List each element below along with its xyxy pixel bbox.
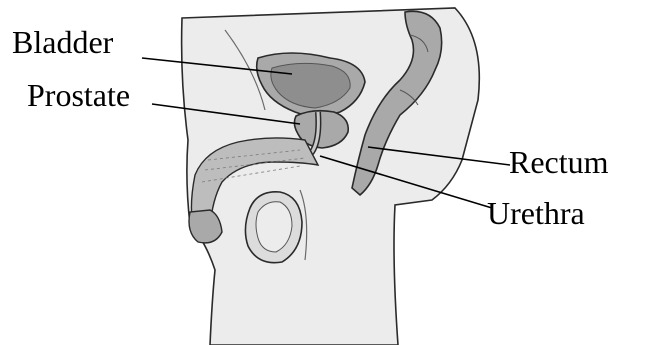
label-bladder: Bladder [12,26,113,58]
label-rectum: Rectum [509,146,609,178]
label-prostate: Prostate [27,79,130,111]
label-urethra: Urethra [487,197,585,229]
